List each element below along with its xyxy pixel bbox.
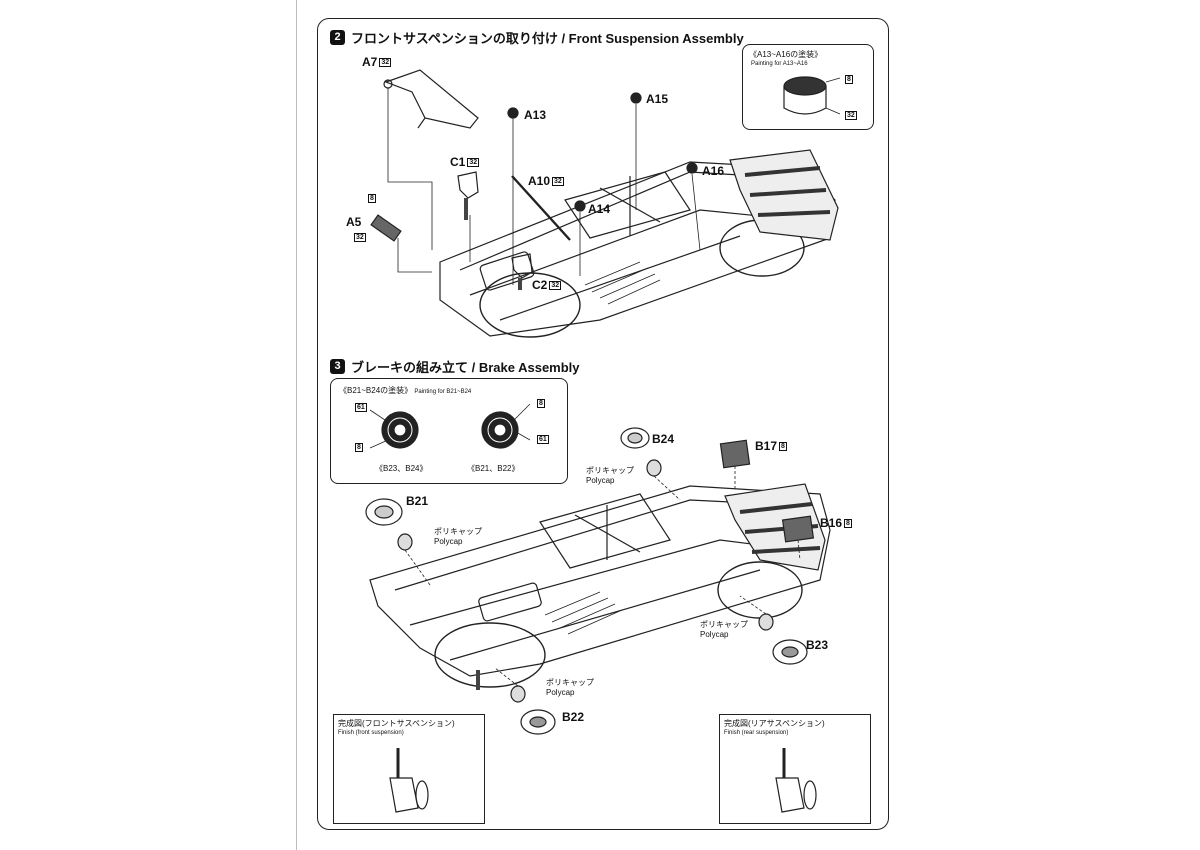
- part-c2-drawing: [511, 253, 533, 290]
- step3-number: 3: [330, 359, 345, 374]
- part-a10-drawing: [511, 175, 571, 241]
- part-label-b23: B23: [806, 638, 829, 652]
- color-badge: 61: [355, 403, 367, 412]
- part-label-a13: A13: [524, 108, 547, 122]
- part-a7-drawing: [383, 69, 479, 129]
- part-label-a14: A14: [588, 202, 611, 216]
- finish-rear-subtitle: Finish (rear suspension): [724, 730, 789, 736]
- step3-title-text: ブレーキの組み立て / Brake Assembly: [351, 360, 580, 375]
- finish-rear-box: 完成図(リアサスペンション) Finish (rear suspension): [719, 714, 871, 824]
- part-b17-drawing: [719, 439, 751, 469]
- part-label-b21: B21: [406, 494, 429, 508]
- part-c1-drawing: [457, 171, 479, 220]
- brake-disc-drawings: [365, 427, 808, 735]
- painting-box-a13-subtitle: Painting for A13~A16: [751, 61, 808, 67]
- painting-box-b21-title: 《B21~B24の塗装》 Painting for B21~B24: [339, 386, 472, 395]
- caption-b21-b22: 《B21、B22》: [467, 464, 520, 473]
- color-badge: 32: [845, 111, 857, 120]
- finish-rear-drawing: [775, 748, 817, 813]
- part-b16-drawing: [781, 515, 815, 543]
- step3-title: 3 ブレーキの組み立て / Brake Assembly: [330, 357, 580, 376]
- front-chassis-drawing: [439, 149, 839, 338]
- caption-b23-b24: 《B23、B24》: [375, 464, 428, 473]
- part-label-a16: A16: [702, 164, 725, 178]
- step2-leader-lines: [387, 88, 701, 285]
- brake-chassis-drawing: [369, 483, 831, 690]
- color-badge: 8: [368, 194, 376, 203]
- finish-front-title: 完成図(フロントサスペンション): [338, 719, 455, 728]
- color-badge: 61: [537, 435, 549, 444]
- color-badge: 8: [845, 75, 853, 84]
- painting-box-b21: 《B21~B24の塗装》 Painting for B21~B24 61 8 8…: [330, 378, 568, 484]
- instruction-panel: [317, 18, 889, 830]
- nut-drawings: [507, 92, 698, 212]
- part-a5-drawing: [370, 214, 402, 242]
- step2-title-text: フロントサスペンションの取り付け / Front Suspension Asse…: [351, 31, 744, 46]
- painting-swatch-a13: [783, 76, 841, 115]
- color-badge: 32: [354, 233, 366, 242]
- finish-front-box: 完成図(フロントサスペンション) Finish (front suspensio…: [333, 714, 485, 824]
- color-badge: 8: [537, 399, 545, 408]
- finish-front-drawing: [389, 748, 429, 813]
- finish-front-subtitle: Finish (front suspension): [338, 730, 404, 736]
- part-label-a15: A15: [646, 92, 669, 106]
- step2-number: 2: [330, 30, 345, 45]
- painting-box-a13: 《A13~A16の塗装》 Painting for A13~A16 8 32: [742, 44, 874, 130]
- polycap-drawings: [397, 459, 774, 703]
- binder-line: [296, 0, 297, 850]
- part-label-b24: B24: [652, 432, 675, 446]
- part-label-b22: B22: [562, 710, 585, 724]
- color-badge: 8: [355, 443, 363, 452]
- painting-swatch-b21: [369, 403, 531, 449]
- part-label-a5: A5: [346, 215, 362, 229]
- finish-rear-title: 完成図(リアサスペンション): [724, 719, 825, 728]
- painting-box-a13-title: 《A13~A16の塗装》: [749, 50, 823, 59]
- step2-title: 2 フロントサスペンションの取り付け / Front Suspension As…: [330, 28, 744, 47]
- step3-leader-lines: [404, 466, 801, 687]
